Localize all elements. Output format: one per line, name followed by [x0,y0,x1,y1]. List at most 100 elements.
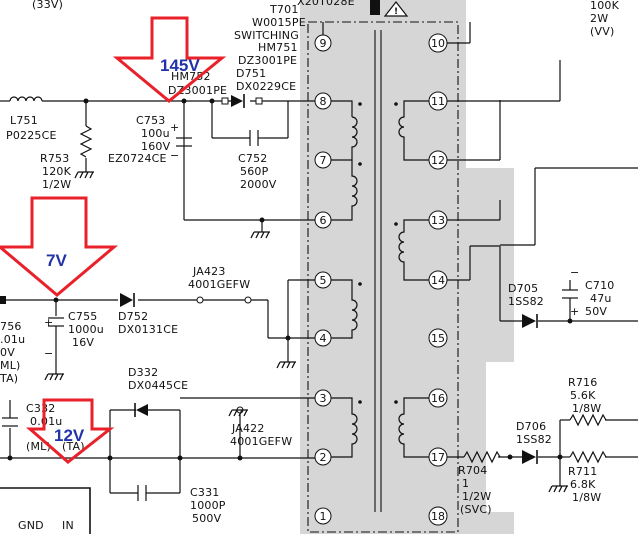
label-d332: D332 [128,366,158,379]
label-c331-val: 1000P [190,499,226,512]
svg-text:3: 3 [320,392,327,405]
callout-7v: 7V [46,251,67,270]
svg-text:8: 8 [320,95,327,108]
label-ez0724ce: EZ0724CE [108,152,167,165]
svg-text:10: 10 [431,37,445,50]
resistor-r711 [569,450,607,464]
winding-dots [358,102,398,404]
label-switching: SWITCHING [234,29,299,42]
label-l751: L751 [10,114,38,127]
ground-symbols [44,171,568,493]
label-gnd: GND [18,519,44,532]
wires [0,22,638,494]
label-dz3001pe-b: DZ3001PE [168,84,227,97]
label-c710-v: 50V [585,305,607,318]
svg-text:17: 17 [431,451,445,464]
label-c753-val: 100u [141,127,170,140]
pin-1: 1 [314,507,332,525]
label-756: 756 [0,320,22,333]
pin-6: 6 [314,211,332,229]
label-d705: D705 [508,282,538,295]
connector-outline [0,487,91,534]
junctions [7,98,573,461]
label-r753-w: 1/2W [42,178,71,191]
svg-text:1: 1 [320,510,327,523]
polarity-minus-c753: − [170,149,179,162]
label-d751: D751 [236,67,266,80]
label-dz3001pe-a: DZ3001PE [238,54,297,67]
label-c710-val: 47u [590,292,612,305]
svg-text:7: 7 [320,154,327,167]
label-756-ml: ML) [0,359,21,372]
polarity-plus-c755: + [44,316,53,329]
transformer-pins-right: 10 11 12 13 14 15 16 17 18 [428,33,448,526]
label-d706: D706 [516,420,546,433]
label-r716: R716 [568,376,597,389]
svg-text:18: 18 [431,510,445,523]
pin-12: 12 [428,150,448,170]
label-in: IN [62,519,74,532]
svg-text:11: 11 [431,95,445,108]
pin-16: 16 [428,388,448,408]
label-r753: R753 [40,152,69,165]
label-r704-w: 1/2W [462,490,491,503]
svg-text:2: 2 [320,451,327,464]
label-r711-w: 1/8W [572,491,601,504]
pin-14: 14 [428,270,448,290]
label-c332: C332 [26,402,55,415]
pin-8: 8 [314,92,332,110]
label-r716-val: 5.6K [570,389,596,402]
polarity-plus-c753: + [170,121,179,134]
label-r753-val: 120K [42,165,72,178]
capacitor-c755 [48,317,64,336]
label-c753: C753 [136,114,165,127]
label-hm752: HM752 [171,70,211,83]
svg-text:14: 14 [431,274,445,287]
label-756-val: .01u [0,333,25,346]
polarity-plus-c710: + [570,305,579,318]
label-756-v: 0V [0,346,15,359]
transformer-pins-left: 9 8 7 6 5 4 3 2 1 [314,34,332,525]
label-c331-v: 500V [192,512,222,525]
label-1ss82-a: 1SS82 [508,295,544,308]
label-756-ta: TA) [0,372,18,385]
capacitor-c710 [562,289,578,302]
left-edge-bar [0,296,6,304]
pin-2: 2 [314,448,332,466]
resistor-r716 [569,413,607,427]
label-c331: C331 [190,486,219,499]
polarity-minus-c755: − [44,347,53,360]
resistor-r704 [463,450,501,464]
label-ja423-part: 4001GEFW [188,278,250,291]
label-t701: T701 [269,3,299,16]
label-2w: 2W [590,12,608,25]
warning-icon: ! [383,1,409,17]
diode-d752 [120,293,135,307]
label-c752-v: 2000V [240,178,277,191]
inductor-l751 [9,96,43,102]
label-vv: (VV) [590,25,614,38]
label-c755-v: 16V [72,336,94,349]
shaded-regions [300,0,514,534]
svg-text:!: ! [394,7,398,17]
pin-11: 11 [428,91,448,111]
label-r704: R704 [458,464,487,477]
diode-d706 [522,450,538,464]
label-w0015pe: W0015PE [252,16,306,29]
arrow-7v [0,196,119,297]
label-100k: 100K [590,0,620,12]
svg-text:13: 13 [431,214,445,227]
callout-145v: 145V [160,56,200,75]
capacitor-c331 [137,485,150,501]
pin-15: 15 [428,328,448,348]
transformer-windings [331,100,429,458]
label-c752: C752 [238,152,267,165]
capacitor-c752 [249,130,264,146]
pin-18: 18 [428,506,448,526]
transformer-header-block [370,0,380,15]
diode-d705 [522,314,538,328]
pin-13: 13 [428,210,448,230]
transformer-frame [307,21,459,533]
label-c710: C710 [585,279,614,292]
label-ja423: JA423 [192,265,226,278]
